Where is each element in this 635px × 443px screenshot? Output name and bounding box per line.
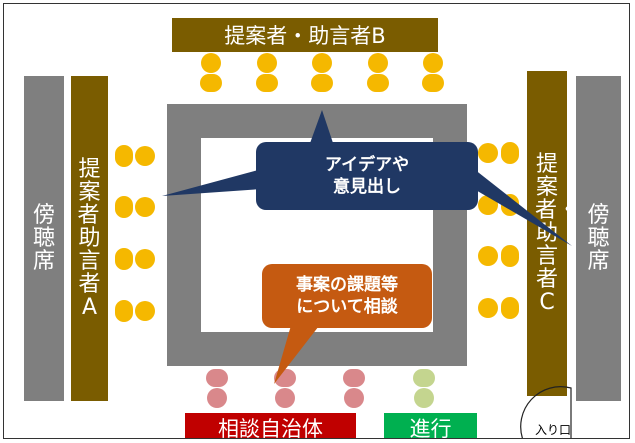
person-icon — [478, 297, 519, 319]
entrance-door — [520, 386, 572, 438]
bottom-people — [206, 369, 435, 408]
person-icon — [413, 369, 435, 408]
entrance-label: 入り口 — [535, 421, 571, 438]
person-icon — [115, 300, 155, 322]
entrance-text: 入り口 — [535, 423, 572, 437]
consult-bubble-tail — [274, 322, 322, 384]
person-icon — [115, 196, 155, 218]
person-icon — [256, 53, 278, 92]
person-icon — [115, 145, 155, 167]
ideas-bubble: アイデアや 意見出し — [256, 142, 478, 210]
right-gallery-label: 傍聴席 — [587, 202, 610, 275]
facilitator-text: 進行 — [409, 417, 452, 439]
right-people — [478, 142, 519, 319]
person-icon — [206, 369, 228, 408]
person-icon — [200, 53, 222, 92]
consulting-municipality-label: 相談自治体 — [185, 413, 356, 439]
person-icon — [343, 369, 365, 408]
right-gallery: 傍聴席 — [576, 76, 621, 401]
ideas-bubble-line1: アイデアや — [324, 154, 410, 175]
left-people — [115, 145, 155, 322]
facilitator-label: 進行 — [384, 413, 477, 439]
top-group-label: 提案者・助言者B — [224, 24, 386, 48]
person-icon — [115, 248, 155, 270]
ideas-bubble-line2: 意見出し — [333, 177, 401, 197]
left-gallery: 傍聴席 — [24, 76, 64, 401]
top-people — [200, 53, 444, 92]
person-icon — [311, 53, 333, 92]
person-icon — [478, 245, 519, 267]
person-icon — [422, 53, 444, 92]
top-group-banner: 提案者・助言者B — [172, 18, 438, 52]
right-group-pillar: 提案者・助言者C — [527, 71, 579, 396]
diagram-frame: 提案者・助言者B 傍聴席 提案者・助言者A 提案者・助言者C 傍聴席 — [3, 3, 630, 439]
person-icon — [478, 142, 519, 164]
person-icon — [367, 53, 389, 92]
consulting-municipality-text: 相談自治体 — [218, 417, 323, 439]
left-gallery-label: 傍聴席 — [32, 202, 55, 275]
consult-bubble: 事案の課題等 について相談 — [262, 264, 432, 328]
consult-bubble-line2: について相談 — [296, 297, 398, 317]
seating-figures — [115, 53, 572, 438]
consult-bubble-line1: 事案の課題等 — [296, 274, 398, 295]
ideas-bubble-tails — [162, 110, 572, 246]
